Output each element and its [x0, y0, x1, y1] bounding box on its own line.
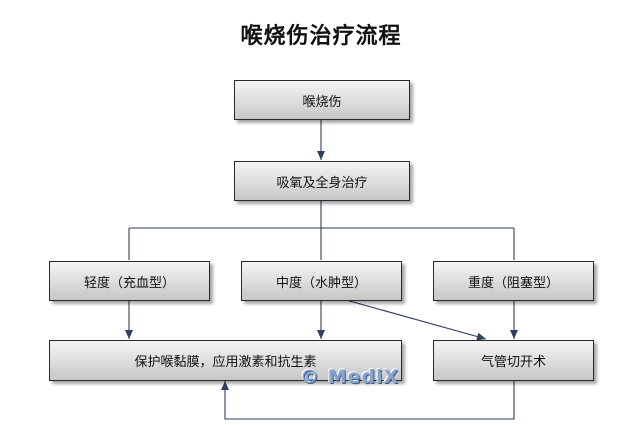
node-moderate: 中度（水肿型）: [241, 261, 402, 301]
node-oxygen-systemic-treatment: 吸氧及全身治疗: [234, 161, 410, 201]
node-severe: 重度（阻塞型）: [433, 261, 594, 301]
node-mild: 轻度（充血型）: [49, 261, 210, 301]
node-protect-mucosa: 保护喉黏膜，应用激素和抗生素: [49, 340, 402, 381]
node-burn: 喉烧伤: [234, 80, 410, 120]
node-tracheotomy: 气管切开术: [433, 340, 594, 381]
arrow-tracheotomy-to-protect: [221, 380, 515, 420]
medix-watermark: © MediX: [300, 366, 400, 388]
page-title: 喉烧伤治疗流程: [240, 24, 402, 49]
arrow-moderate-to-tracheotomy: [345, 299, 487, 341]
